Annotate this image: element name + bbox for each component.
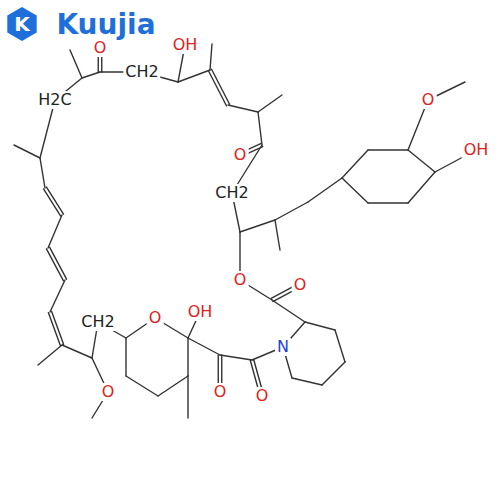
bond-line xyxy=(240,220,275,232)
bond-line xyxy=(126,376,158,396)
bond-line xyxy=(212,69,230,104)
bond-line xyxy=(187,376,188,418)
atom-label: CH2 xyxy=(79,313,116,331)
bond-line xyxy=(308,178,342,202)
atom-label: H2C xyxy=(36,91,73,109)
bond-line xyxy=(70,50,82,78)
bond-line xyxy=(275,220,280,250)
bond-line xyxy=(48,313,60,346)
bond-line xyxy=(228,105,258,112)
bond-line xyxy=(258,112,262,145)
bond-line xyxy=(40,158,45,188)
atom-label: O xyxy=(212,383,229,401)
bond-line xyxy=(46,187,63,214)
bond-line xyxy=(272,300,305,322)
bond-line xyxy=(342,150,368,178)
atom-label: CH2 xyxy=(123,63,160,81)
atom-label: OH xyxy=(171,36,200,54)
atom-label: OH xyxy=(462,141,491,159)
atom-label: OH xyxy=(186,303,215,321)
bond-line xyxy=(208,71,226,106)
bond-line xyxy=(46,249,63,281)
bond-line xyxy=(188,338,220,355)
bond-line xyxy=(48,215,62,248)
bond-line xyxy=(125,338,126,376)
atom-label: O xyxy=(232,271,249,289)
atom-label: O xyxy=(420,91,437,109)
logo-letter: K xyxy=(12,13,32,35)
atom-label: O xyxy=(254,387,271,405)
bond-line xyxy=(258,95,282,112)
bond-line xyxy=(408,150,435,172)
atom-label: O xyxy=(292,276,309,294)
logo-wordmark: Kuujia xyxy=(54,10,157,40)
bond-line xyxy=(187,338,188,376)
bond-line xyxy=(210,44,212,70)
bond-line xyxy=(368,202,408,203)
bond-line xyxy=(322,362,345,385)
bond-line xyxy=(14,145,40,158)
bond-line xyxy=(220,355,252,360)
bond-line xyxy=(38,345,62,365)
bond-line xyxy=(82,72,100,78)
bond-line xyxy=(158,376,188,396)
bond-line xyxy=(275,202,308,220)
logo-hexagon xyxy=(7,7,36,41)
atom-label: O xyxy=(100,383,117,401)
bond-line xyxy=(368,149,408,150)
bond-line xyxy=(305,322,335,330)
atom-label: N xyxy=(275,338,291,356)
bond-line xyxy=(292,378,322,385)
bond-line xyxy=(50,280,65,312)
atom-label: CH2 xyxy=(213,184,250,202)
bond-line xyxy=(44,189,61,216)
atom-label: O xyxy=(147,309,164,327)
bond-line xyxy=(408,172,435,203)
bond-line xyxy=(178,70,210,82)
bond-line xyxy=(50,247,67,279)
atom-label: O xyxy=(232,146,249,164)
bond-group xyxy=(14,44,476,418)
bond-line xyxy=(62,345,92,358)
bond-line xyxy=(342,178,368,203)
atom-label: O xyxy=(92,39,109,57)
bond-line xyxy=(335,330,345,362)
